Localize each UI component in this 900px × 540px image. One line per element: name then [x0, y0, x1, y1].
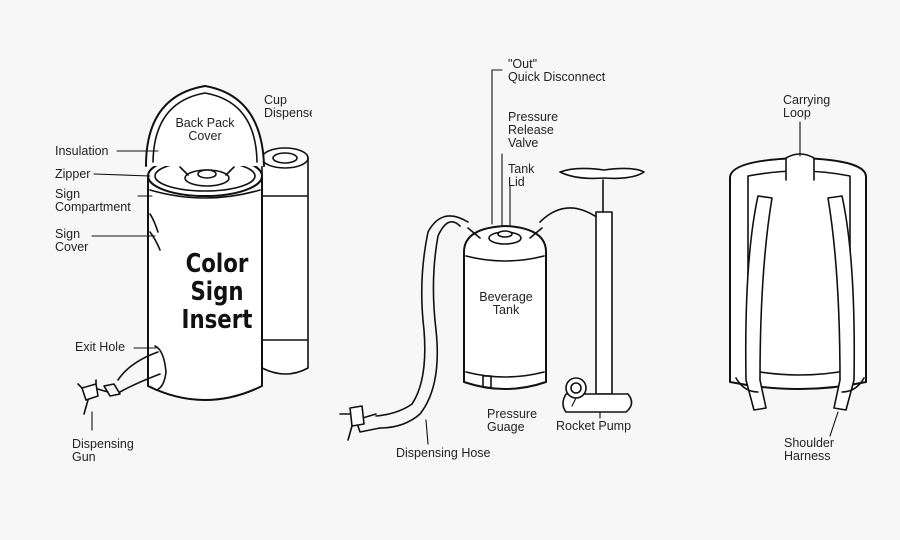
rocket-pump-drawing [595, 211, 613, 395]
tank-assembly-drawing [339, 69, 645, 445]
beverage-tank-drawing [463, 225, 547, 390]
carrying-loop-drawing [785, 153, 815, 181]
label-sign-cover: Sign Cover [55, 227, 89, 254]
label-pressure-release-valve: Pressure Release Valve [508, 110, 559, 150]
color-sign-insert-text: Color Sign Insert [181, 249, 253, 335]
label-carrying-loop: Carrying Loop [783, 93, 831, 120]
shoulder-harness-drawing [744, 195, 773, 411]
cup-dispenser-drawing [261, 147, 309, 375]
backpack-body-drawing [147, 175, 263, 401]
label-back-pack-cover: Back Pack Cover [175, 116, 235, 143]
label-dispensing-gun: Dispensing Gun [72, 437, 134, 464]
label-out-quick-disconnect: "Out" Quick Disconnect [508, 57, 606, 84]
label-shoulder-harness: Shoulder Harness [784, 436, 835, 463]
label-sign-compartment: Sign Compartment [55, 187, 131, 214]
label-tank-lid: Tank Lid [508, 162, 535, 189]
label-pressure-guage: Pressure Guage [487, 407, 538, 434]
backpack-front-drawing [77, 85, 309, 415]
label-cup-dispenser: Cup Dispense [264, 94, 312, 120]
label-exit-hole: Exit Hole [75, 340, 126, 354]
label-insulation: Insulation [55, 144, 109, 158]
backpack-rear-drawing [729, 121, 867, 437]
label-beverage-tank: Beverage Tank [479, 290, 533, 317]
dispensing-hose-drawing [375, 215, 469, 429]
backpack-front-leaders [91, 150, 159, 431]
label-zipper: Zipper [55, 167, 91, 181]
label-dispensing-hose: Dispensing Hose [396, 446, 491, 460]
label-rocket-pump: Rocket Pump [556, 419, 632, 433]
